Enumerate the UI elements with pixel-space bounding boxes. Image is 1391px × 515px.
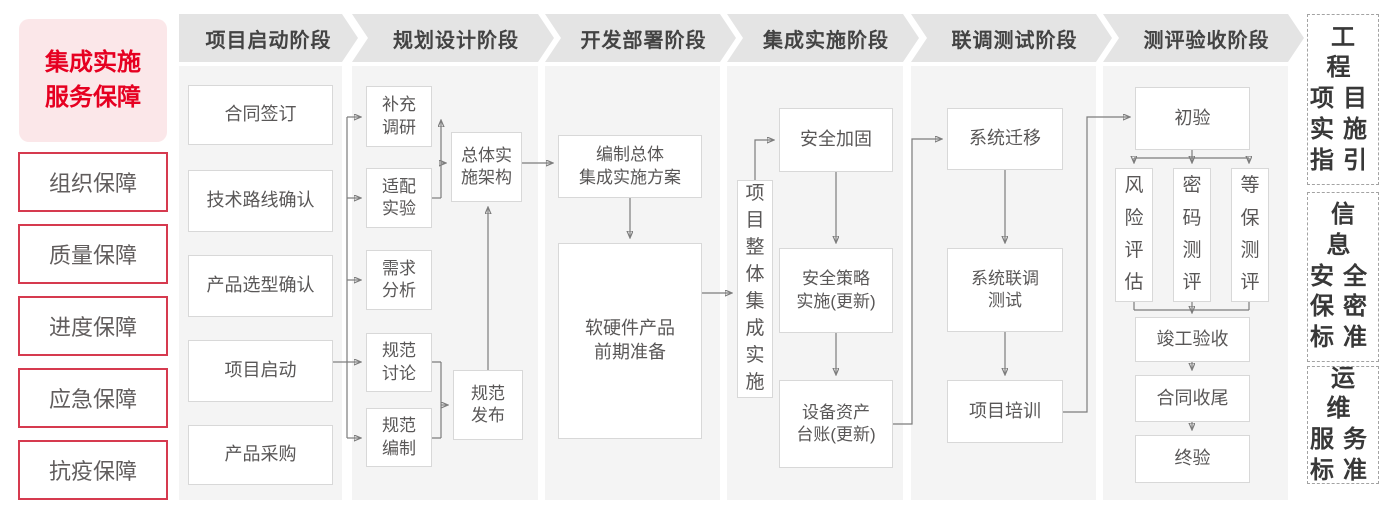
panel-ops-service-standard: 运维 服务 标准: [1307, 365, 1379, 484]
node-requirement-analysis: 需求 分析: [366, 250, 432, 310]
node-system-migration: 系统迁移: [947, 108, 1063, 170]
node-completion-acceptance: 竣工验收: [1135, 317, 1250, 362]
sidebar-item-emergency: 应急保障: [18, 368, 168, 428]
node-spec-release: 规范 发布: [453, 370, 523, 440]
node-contract-closure: 合同收尾: [1135, 375, 1250, 422]
node-contract-signing: 合同签订: [188, 85, 333, 145]
node-system-joint-test: 系统联调 测试: [947, 248, 1063, 332]
sidebar-item-organization: 组织保障: [18, 152, 168, 212]
node-product-selection-confirm: 产品选型确认: [188, 255, 333, 317]
node-asset-ledger-update: 设备资产 台账(更新): [779, 380, 893, 468]
node-risk-assessment: 风 险 评 估: [1115, 168, 1153, 302]
node-overall-plan: 编制总体 集成实施方案: [558, 135, 702, 198]
phase-header-planning: 规划设计阶段: [352, 14, 554, 62]
node-security-policy-impl: 安全策略 实施(更新): [779, 248, 893, 333]
node-final-acceptance: 终验: [1135, 435, 1250, 483]
sidebar-item-quality: 质量保障: [18, 224, 168, 284]
phase-header-joint-test: 联调测试阶段: [911, 14, 1112, 62]
node-spec-discussion: 规范 讨论: [366, 333, 432, 392]
panel-project-implementation-guide: 工程 项目 实施 指引: [1307, 14, 1379, 185]
node-project-overall-integration: 项 目 整 体 集 成 实 施: [737, 180, 773, 398]
node-spec-compilation: 规范 编制: [366, 408, 432, 467]
panel-info-security-standard: 信息 安全 保密 标准: [1307, 192, 1379, 362]
node-hw-sw-preparation: 软硬件产品 前期准备: [558, 243, 702, 439]
node-product-procurement: 产品采购: [188, 425, 333, 485]
node-initial-acceptance: 初验: [1135, 87, 1250, 150]
node-mlps-evaluation: 等 保 测 评: [1231, 168, 1269, 302]
phase-header-acceptance: 测评验收阶段: [1103, 14, 1304, 62]
node-adaptation-experiment: 适配 实验: [366, 168, 432, 228]
phase-header-integration: 集成实施阶段: [727, 14, 919, 62]
node-overall-impl-architecture: 总体实 施架构: [451, 132, 522, 202]
sidebar-item-schedule: 进度保障: [18, 296, 168, 356]
phase-header-kickoff: 项目启动阶段: [179, 14, 358, 62]
node-project-training: 项目培训: [947, 380, 1063, 443]
node-tech-route-confirm: 技术路线确认: [188, 170, 333, 232]
node-crypto-evaluation: 密 码 测 评: [1173, 168, 1211, 302]
sidebar-item-epidemic: 抗疫保障: [18, 440, 168, 500]
node-security-hardening: 安全加固: [779, 108, 893, 172]
node-project-kickoff: 项目启动: [188, 340, 333, 402]
node-supplement-research: 补充 调研: [366, 86, 432, 147]
phase-header-development: 开发部署阶段: [545, 14, 736, 62]
sidebar-title: 集成实施 服务保障: [19, 19, 167, 142]
